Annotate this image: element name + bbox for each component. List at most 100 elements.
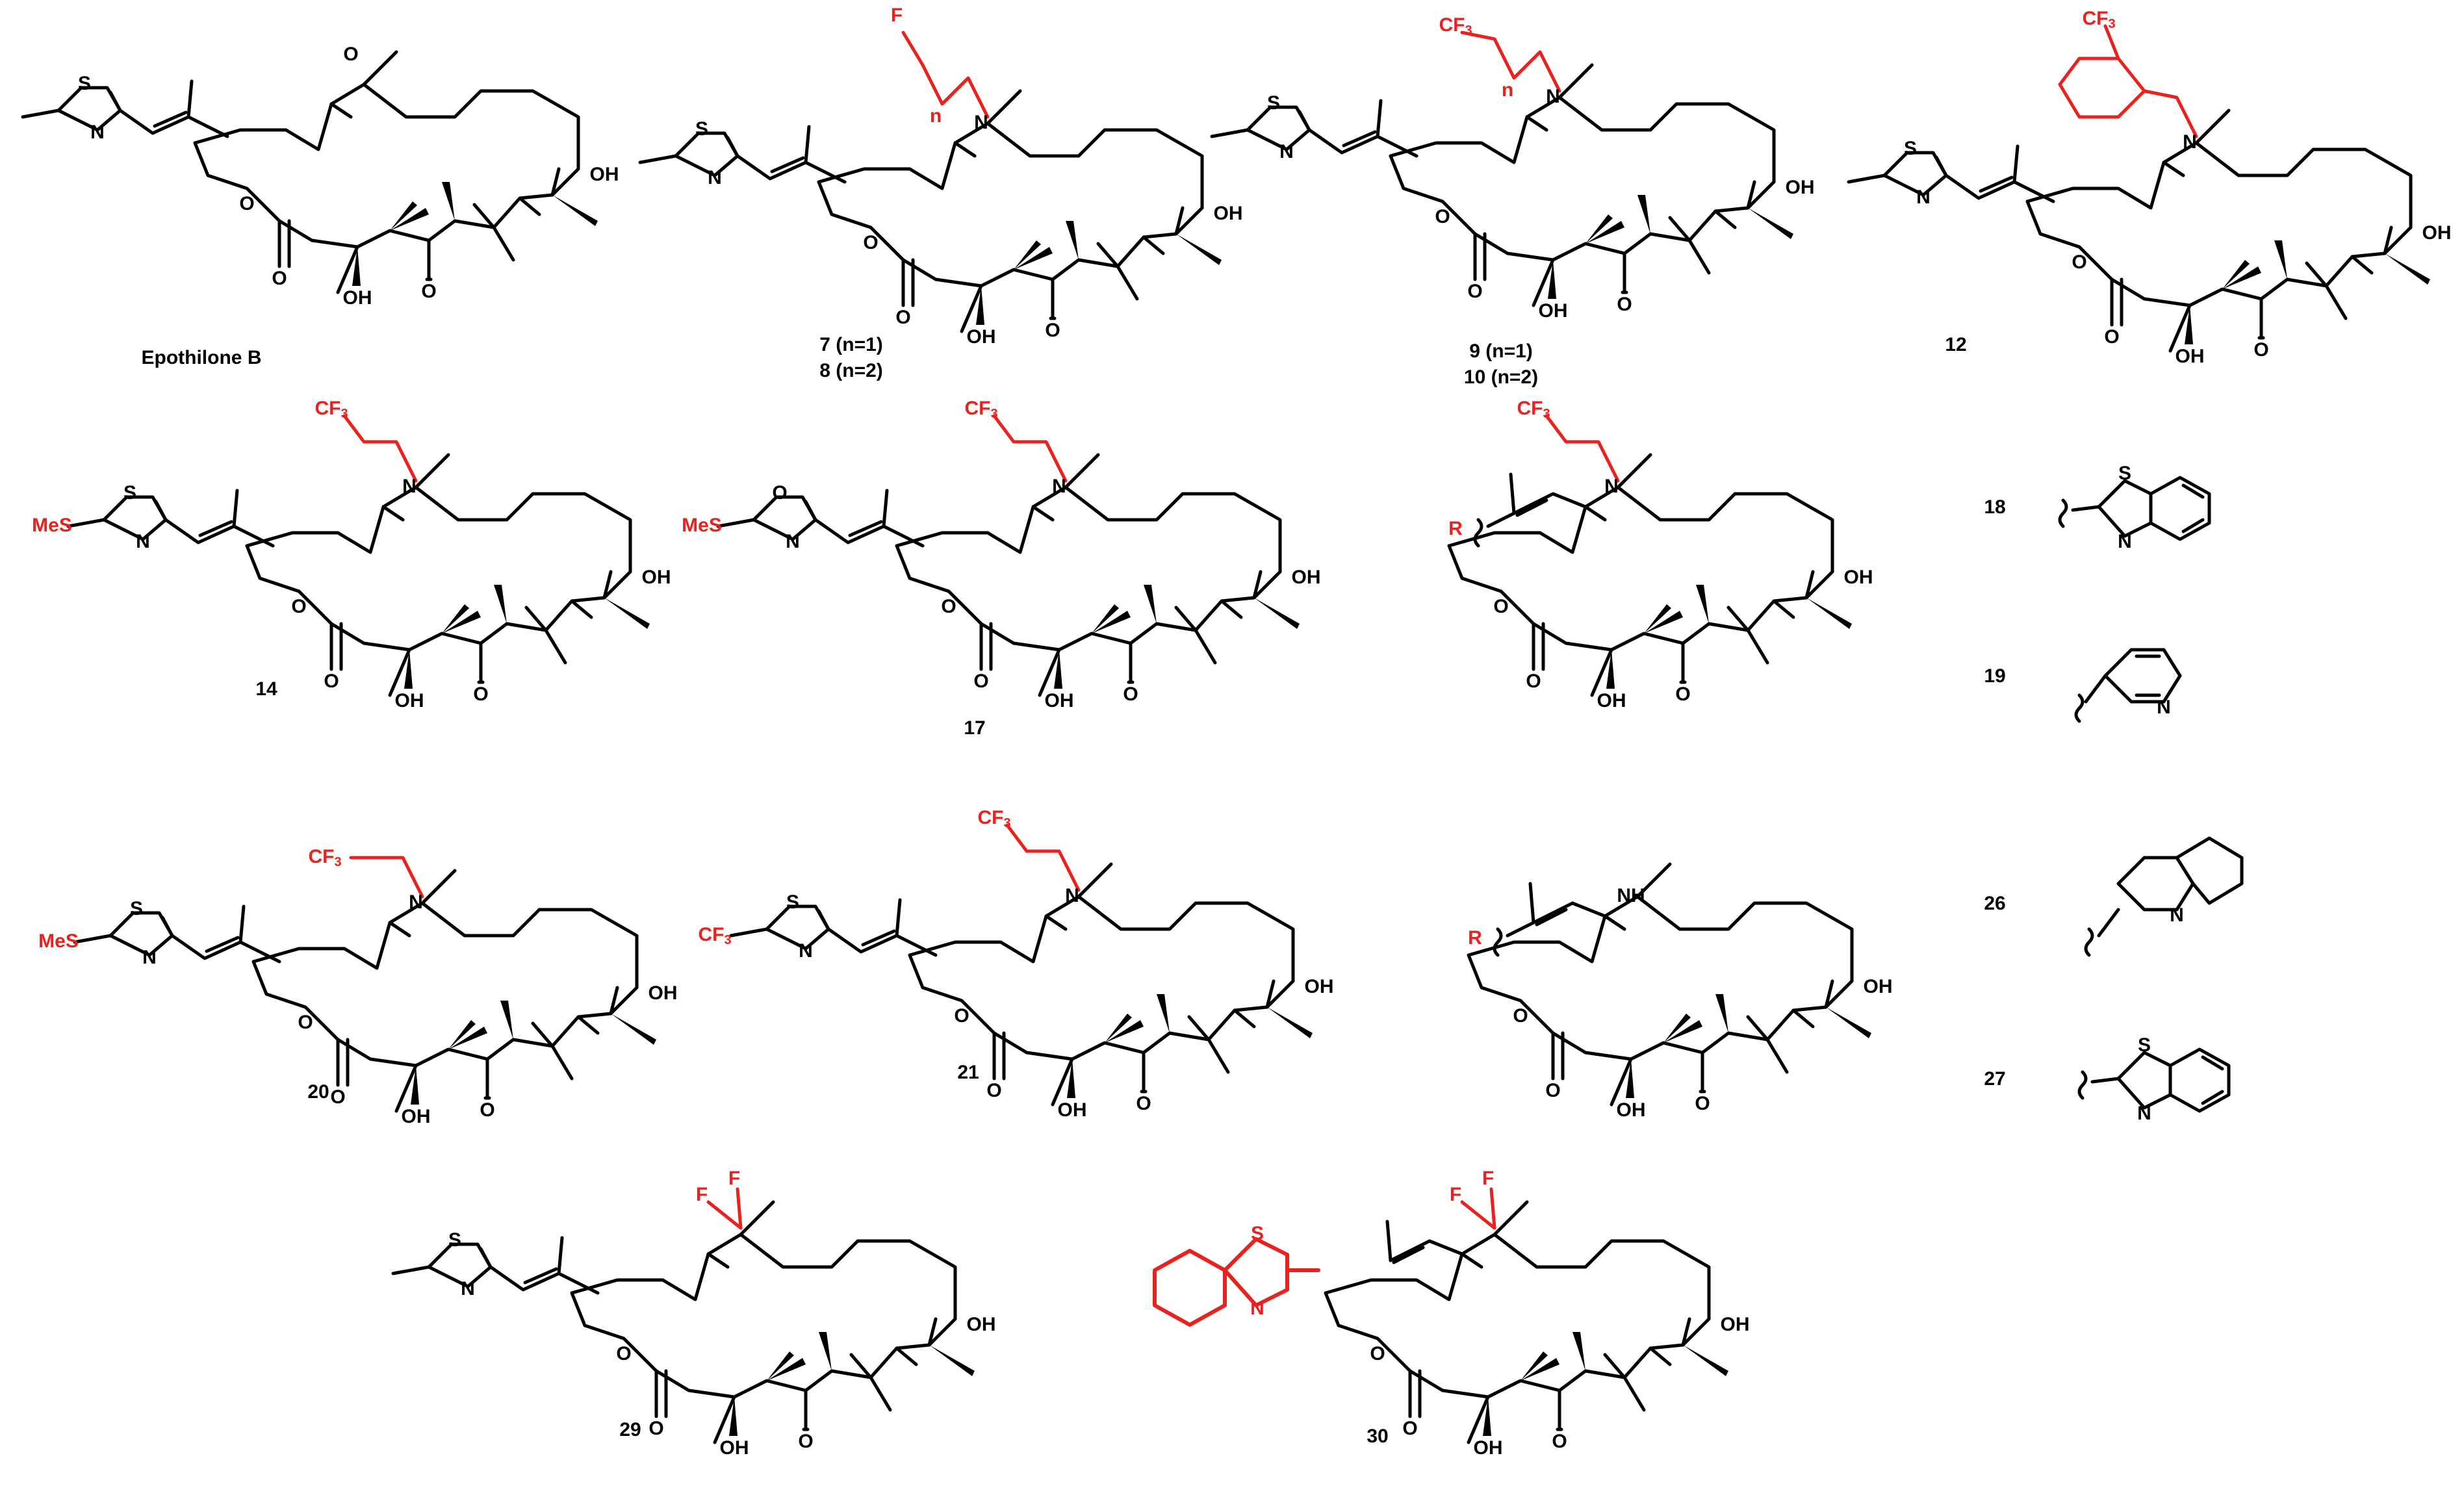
atom-o: O: [291, 596, 306, 617]
atom-s: S: [2118, 463, 2131, 484]
atom-mes: MeS: [38, 930, 79, 952]
compound-21-structure: CF3 CF3 N S N OH O O OH O: [698, 807, 1333, 1121]
compound-label: 27: [1984, 1068, 2005, 1090]
atom-f: F: [696, 1184, 708, 1205]
atom-n: N: [1065, 885, 1079, 906]
atom-o: O: [1552, 1431, 1567, 1452]
compound-label: 12: [1945, 334, 1966, 355]
atom-f: F: [1482, 1168, 1494, 1189]
compound-12-structure: CF3 N S N OH O O OH O: [1849, 8, 2452, 367]
atom-oh: OH: [648, 982, 678, 1004]
atom-o: O: [1617, 294, 1632, 315]
atom-oh: OH: [1721, 1314, 1750, 1335]
atom-o: O: [330, 1086, 345, 1108]
atom-oh: OH: [642, 567, 671, 588]
compound-14-structure: CF3 MeS N S N OH O O OH O: [32, 398, 671, 711]
compound-label: 29: [619, 1419, 641, 1440]
atom-o: O: [1402, 1418, 1417, 1439]
atom-n: N: [1052, 476, 1066, 497]
atom-cf3: CF3: [977, 807, 1010, 830]
atom-n: N: [461, 1278, 475, 1299]
atom-n: N: [2118, 531, 2132, 552]
atom-f: F: [1450, 1184, 1461, 1205]
atom-o: O: [2072, 251, 2086, 273]
atom-oh: OH: [1864, 976, 1893, 997]
atom-oh: OH: [343, 287, 372, 309]
atom-s: S: [1251, 1223, 1264, 1244]
atom-n: n: [930, 105, 942, 127]
atom-oh: OH: [1539, 300, 1568, 322]
atom-oh: OH: [1058, 1099, 1087, 1121]
compound-label: 18: [1984, 496, 2005, 518]
atom-oh: OH: [402, 1106, 431, 1127]
atom-n: N: [402, 476, 417, 497]
atom-n: N: [136, 531, 150, 552]
atom-o: O: [616, 1343, 631, 1364]
atom-s: S: [1267, 92, 1280, 114]
compound-label: 30: [1367, 1426, 1388, 1447]
compound-r-aziridine-structure: CF3 R N OH O O OH O: [1448, 398, 1873, 711]
substituent-18: S N: [2058, 463, 2209, 552]
compound-30-structure: F F S N OH O O OH O: [1152, 1168, 1750, 1459]
compound-label: Epothilone B: [142, 347, 262, 368]
atom-o: O: [1045, 320, 1060, 341]
atom-n: N: [90, 122, 105, 143]
atom-o: O: [1675, 684, 1690, 705]
atom-n: N: [2137, 1103, 2151, 1124]
atom-n: N: [2170, 904, 2184, 926]
atom-o: O: [324, 671, 339, 692]
atom-n: n: [1502, 79, 1513, 101]
atom-o: O: [895, 307, 910, 328]
atom-o: O: [986, 1080, 1001, 1101]
atom-n: N: [974, 112, 988, 133]
compound-label: 20: [307, 1081, 329, 1103]
atom-n: N: [1250, 1298, 1264, 1319]
atom-o: O: [1467, 281, 1482, 302]
compound-label: 19: [1984, 665, 2005, 687]
substituent-27: S N: [2077, 1034, 2229, 1124]
atom-cf3: CF3: [964, 398, 997, 421]
atom-o: O: [239, 193, 254, 214]
atom-oh: OH: [967, 326, 996, 348]
atom-f: F: [728, 1168, 740, 1189]
atom-o: O: [421, 281, 436, 302]
atom-oh: OH: [1597, 690, 1626, 711]
atom-o: O: [1370, 1343, 1385, 1364]
atom-o: O: [1435, 206, 1450, 227]
atom-cf3: CF3: [1517, 398, 1550, 421]
atom-mes: MeS: [32, 515, 72, 536]
atom-oh: OH: [1214, 203, 1243, 224]
compound-20-structure: CF3 MeS N S N OH O O OH O: [38, 846, 677, 1127]
compound-label: 21: [957, 1062, 979, 1083]
atom-o: O: [798, 1431, 813, 1452]
atom-s: S: [78, 73, 91, 94]
atom-f: F: [891, 5, 903, 26]
atom-s: S: [695, 118, 708, 140]
atom-o: O: [1526, 671, 1541, 692]
atom-n: N: [1916, 186, 1931, 208]
atom-o: O: [1493, 596, 1508, 617]
atom-oh: OH: [2175, 346, 2205, 367]
atom-oh: OH: [1292, 567, 1321, 588]
atom-cf3: CF3: [2082, 8, 2115, 31]
compound-9-10-structure: CF3 n N S N OH O O OH O: [1212, 14, 1815, 322]
atom-o: O: [298, 1012, 313, 1033]
atom-oh: OH: [720, 1437, 749, 1459]
compound-17-structure: CF3 MeS N O N OH O O OH O: [682, 398, 1320, 711]
atom-oh: OH: [1786, 177, 1815, 198]
atom-o: O: [1545, 1080, 1560, 1101]
atom-s: S: [130, 898, 143, 919]
compound-label: 9 (n=1): [1469, 340, 1533, 362]
compound-label: 14: [255, 678, 277, 700]
atom-n: N: [1279, 141, 1294, 162]
atom-n: N: [2157, 697, 2171, 718]
atom-n: N: [708, 167, 722, 188]
compound-label: 7 (n=1): [819, 334, 883, 355]
atom-oh: OH: [395, 690, 424, 711]
compound-label: 8 (n=2): [819, 360, 883, 381]
atom-o: O: [973, 671, 988, 692]
atom-cf3: CF3: [698, 924, 731, 947]
substituent-19: N: [2074, 650, 2180, 723]
atom-nh: NH: [1617, 885, 1645, 906]
